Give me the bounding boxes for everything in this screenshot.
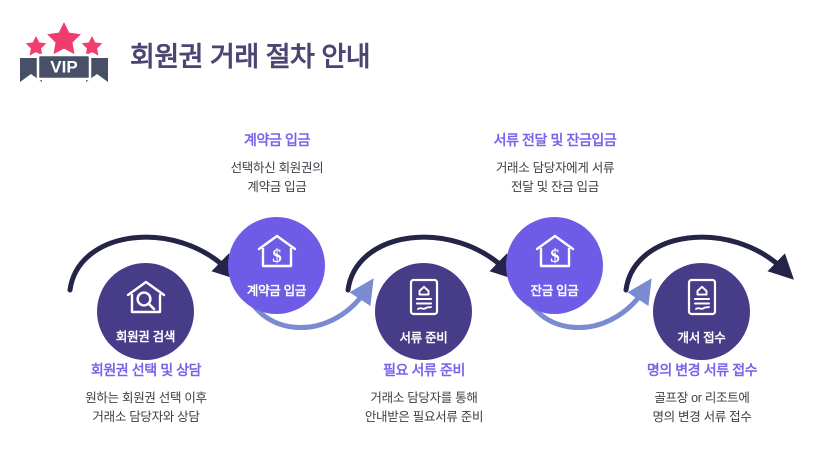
house-dollar-icon: $ bbox=[255, 232, 299, 277]
ribbon-tail-left bbox=[20, 58, 42, 82]
step-heading-2: 계약금 입금 bbox=[244, 132, 310, 148]
vip-badge-logo: VIP bbox=[16, 22, 112, 86]
step-caption-3: 필요 서류 준비 거래소 담당자를 통해 안내받은 필요서류 준비 bbox=[309, 360, 539, 428]
step-heading-4: 서류 전달 및 잔금입금 bbox=[493, 132, 617, 148]
step-caption-5: 명의 변경 서류 접수 골프장 or 리조트에 명의 변경 서류 접수 bbox=[587, 360, 817, 428]
step-heading-3: 필요 서류 준비 bbox=[383, 362, 465, 378]
step-node-1[interactable]: 회원권 검색 bbox=[97, 263, 194, 360]
step-caption-1: 회원권 선택 및 상담 원하는 회원권 선택 이후 거래소 담당자와 상담 bbox=[31, 360, 261, 428]
step-body-line-5-1: 골프장 or 리조트에 bbox=[654, 391, 750, 405]
step-node-3[interactable]: 서류 준비 bbox=[375, 263, 472, 360]
page-title: 회원권 거래 절차 안내 bbox=[130, 41, 371, 72]
house-search-icon bbox=[124, 278, 168, 323]
step-body-line-2-1: 선택하신 회원권의 bbox=[230, 161, 324, 175]
svg-text:$: $ bbox=[550, 246, 560, 267]
step-heading-1: 회원권 선택 및 상담 bbox=[90, 362, 202, 378]
document-sign-icon bbox=[404, 277, 444, 324]
ribbon-tail-right bbox=[86, 58, 108, 82]
step-body-line-2-2: 계약금 입금 bbox=[247, 180, 307, 195]
vip-text: VIP bbox=[50, 58, 77, 77]
step-node-label-2: 계약금 입금 bbox=[246, 284, 307, 298]
house-dollar-icon: $ bbox=[533, 232, 577, 277]
step-node-4[interactable]: $ 잔금 입금 bbox=[506, 217, 603, 314]
star-small-left bbox=[25, 36, 47, 56]
star-small-right bbox=[81, 36, 103, 56]
ribbon-plate bbox=[36, 53, 92, 81]
step-body-line-5-2: 명의 변경 서류 접수 bbox=[652, 410, 752, 425]
step-node-label-4: 잔금 입금 bbox=[530, 284, 579, 298]
step-caption-2: 계약금 입금 선택하신 회원권의 계약금 입금 bbox=[162, 130, 392, 198]
vip-badge-svg: VIP bbox=[20, 22, 108, 82]
step-node-label-1: 회원권 검색 bbox=[115, 330, 176, 344]
step-body-line-4-2: 전달 및 잔금 입금 bbox=[511, 180, 599, 195]
step-node-2[interactable]: $ 계약금 입금 bbox=[228, 217, 325, 314]
step-node-label-5: 개서 접수 bbox=[677, 331, 726, 345]
svg-text:$: $ bbox=[272, 246, 282, 267]
step-node-5[interactable]: 개서 접수 bbox=[653, 263, 750, 360]
step-body-line-4-1: 거래소 담당자에게 서류 bbox=[495, 161, 615, 175]
step-heading-5: 명의 변경 서류 접수 bbox=[646, 362, 758, 378]
star-large-center bbox=[47, 22, 81, 55]
step-body-line-3-2: 안내받은 필요서류 준비 bbox=[364, 410, 484, 425]
step-node-label-3: 서류 준비 bbox=[399, 331, 448, 345]
step-body-line-3-1: 거래소 담당자를 통해 bbox=[370, 391, 478, 405]
step-body-line-1-1: 원하는 회원권 선택 이후 bbox=[85, 391, 207, 405]
document-sign-icon bbox=[682, 277, 722, 324]
step-caption-4: 서류 전달 및 잔금입금 거래소 담당자에게 서류 전달 및 잔금 입금 bbox=[440, 130, 670, 198]
step-body-line-1-2: 거래소 담당자와 상담 bbox=[92, 410, 200, 425]
header: VIP 회원권 거래 절차 안내 bbox=[16, 22, 371, 86]
